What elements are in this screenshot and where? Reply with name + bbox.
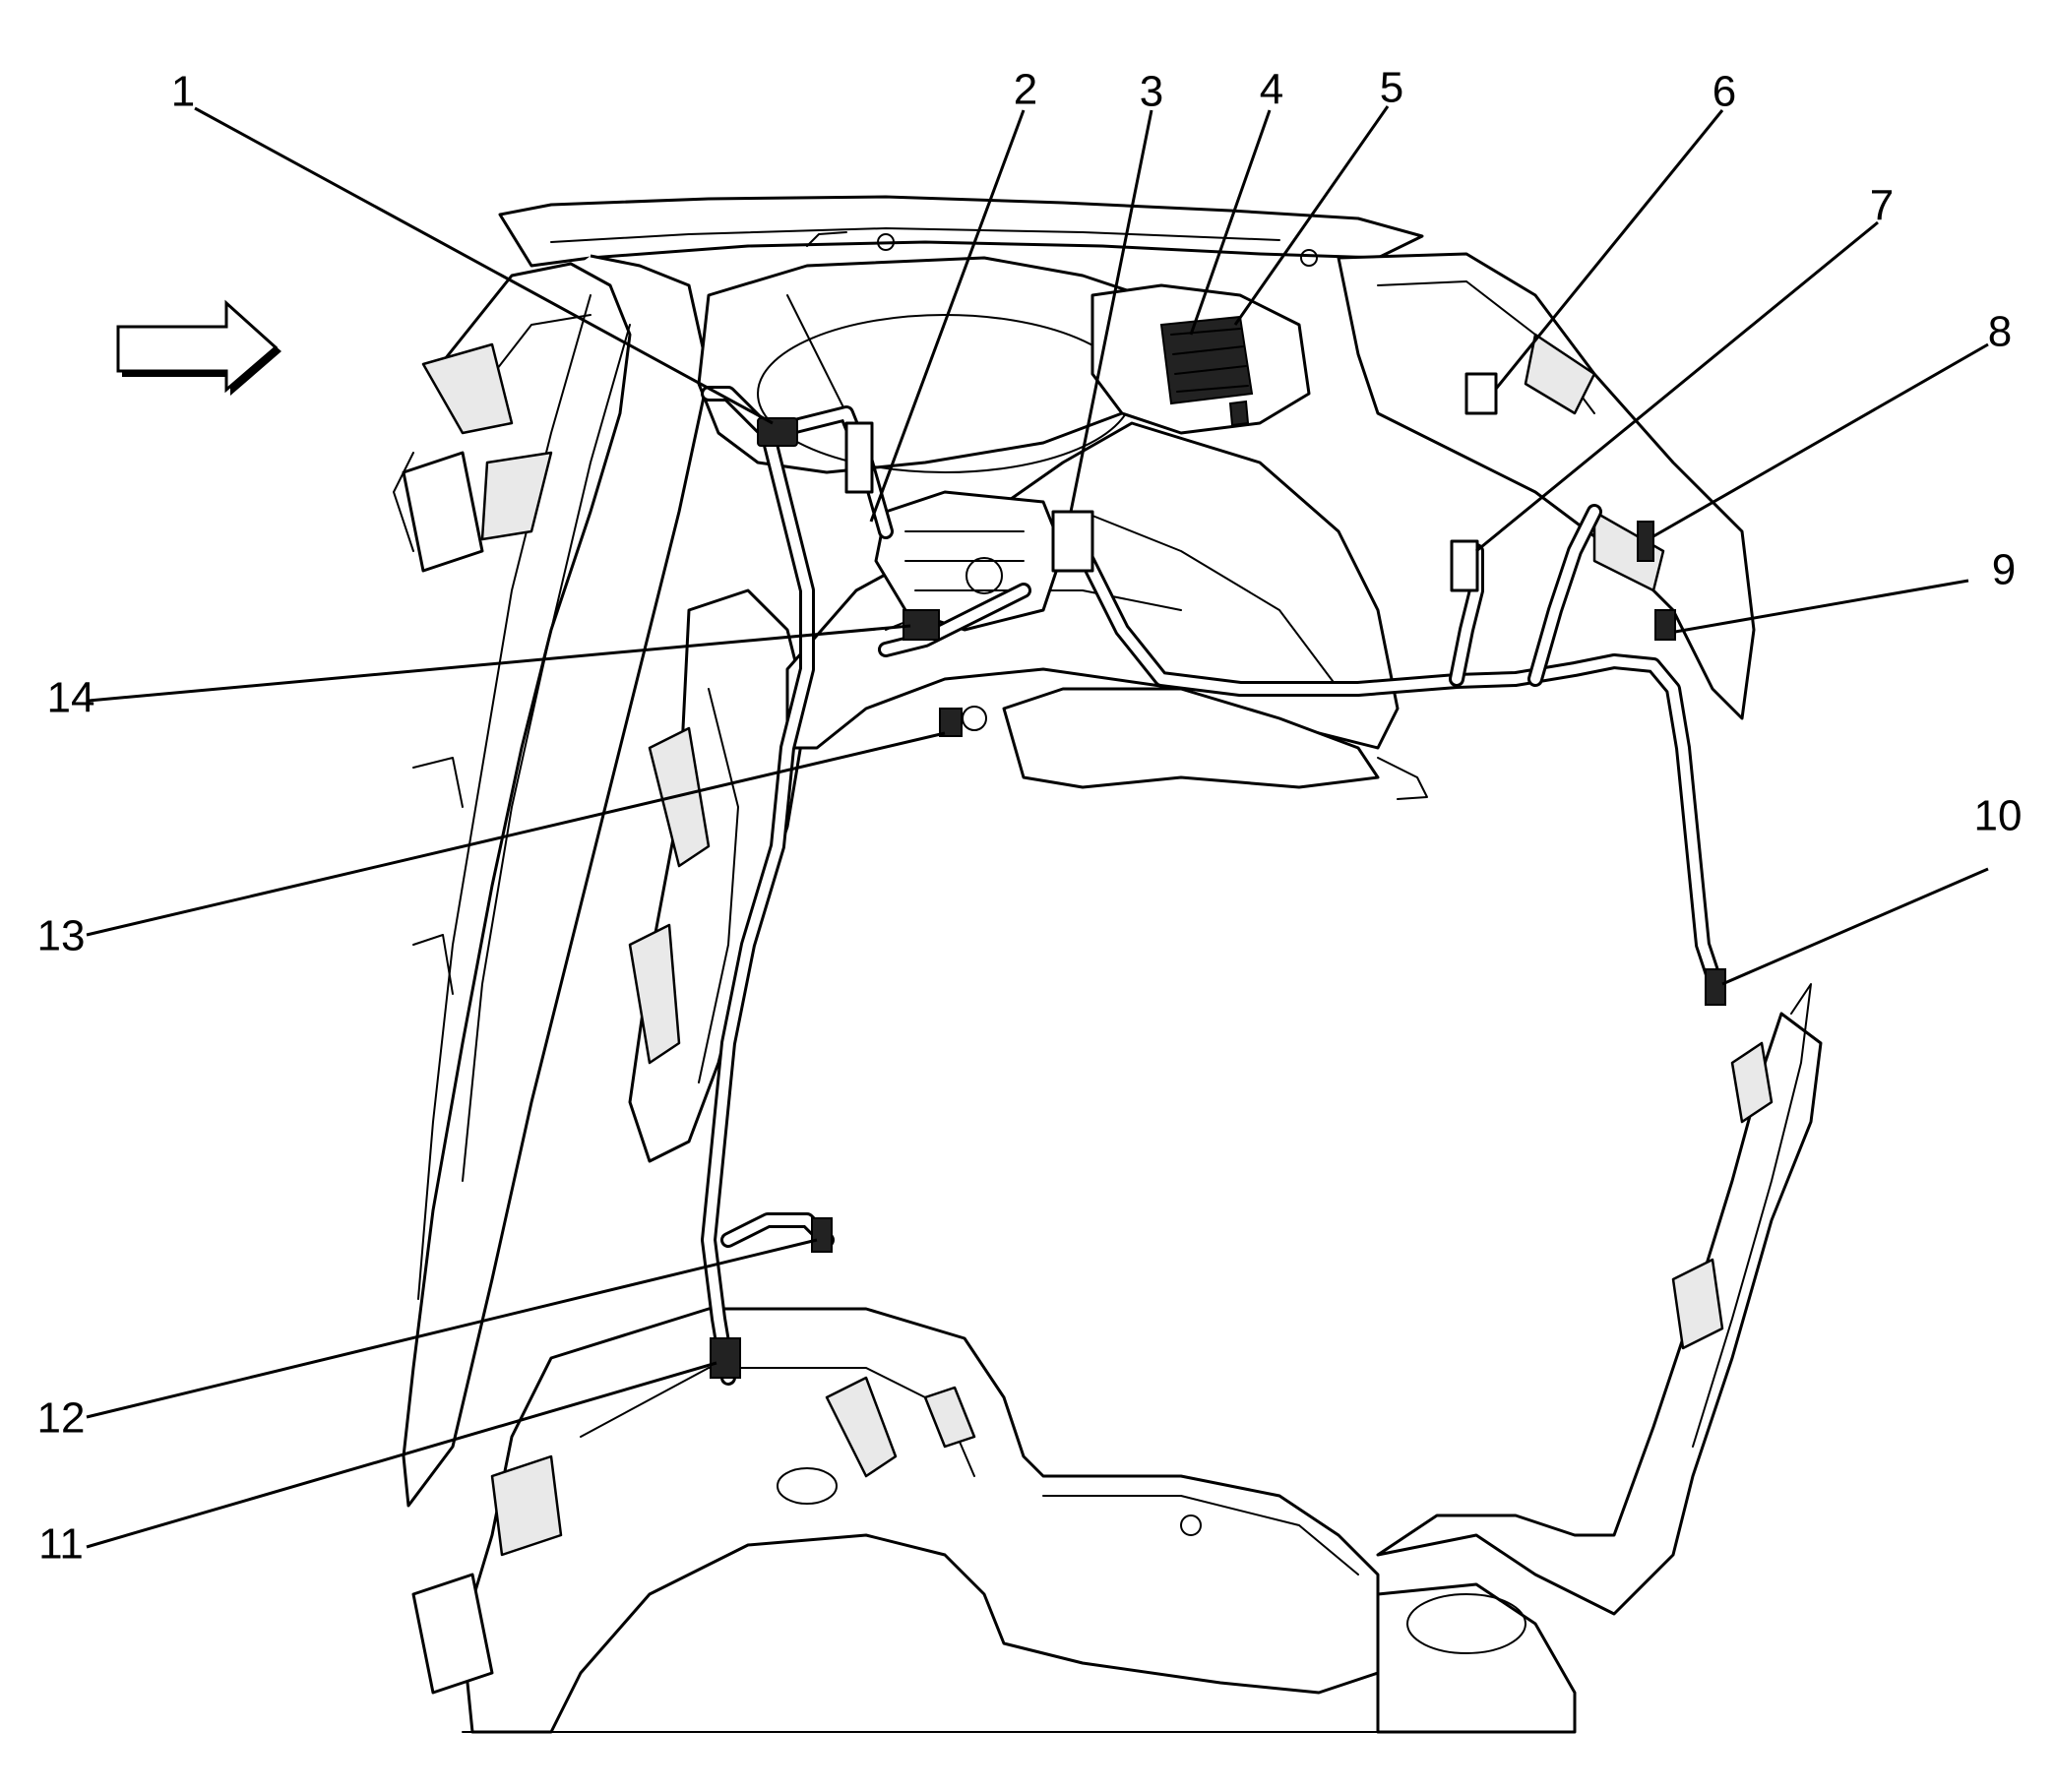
callout-8: 8	[1988, 308, 2012, 356]
callout-11: 11	[38, 1520, 84, 1569]
leader-12	[86, 1238, 818, 1419]
leader-8	[1652, 342, 1989, 538]
engine-compartment-artwork	[393, 195, 1823, 1734]
leader-14	[88, 624, 911, 703]
leader-10	[1721, 867, 1989, 986]
leader-6	[1494, 109, 1724, 390]
callout-12: 12	[37, 1394, 86, 1443]
callout-labels: 1 2 3 4 5 6 7 8 9 10 11 12 13 14	[37, 64, 2023, 1569]
leader-2	[869, 109, 1026, 523]
callout-7: 7	[1870, 182, 1894, 230]
leader-13	[86, 731, 946, 937]
leader-1	[194, 106, 774, 425]
leader-lines	[86, 105, 1989, 1549]
leader-4	[1189, 109, 1272, 336]
callout-3: 3	[1140, 68, 1163, 116]
callout-9: 9	[1992, 546, 2016, 594]
right-arrow-icon	[116, 299, 281, 396]
callout-6: 6	[1712, 68, 1736, 116]
leader-9	[1674, 579, 1969, 634]
leader-5	[1233, 105, 1390, 326]
callout-14: 14	[47, 674, 95, 722]
callout-4: 4	[1260, 66, 1283, 114]
callout-13: 13	[37, 912, 86, 960]
callout-10: 10	[1974, 792, 2023, 840]
callout-5: 5	[1380, 64, 1403, 112]
callout-2: 2	[1014, 66, 1037, 114]
leader-7	[1475, 220, 1879, 553]
leader-3	[1069, 109, 1153, 513]
callout-1: 1	[171, 68, 195, 116]
leader-11	[86, 1361, 717, 1549]
